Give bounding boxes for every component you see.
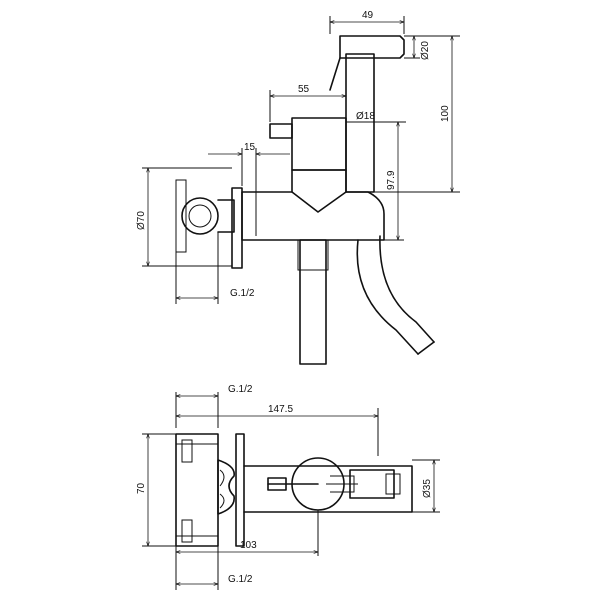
- dim-thread-bottom-label: G.1/2: [228, 574, 253, 585]
- connector-nut-inner: [188, 204, 212, 228]
- dim-width-label: 49: [362, 10, 374, 21]
- hose-end: [417, 341, 435, 355]
- hex-nut: [217, 459, 235, 515]
- shower-holder-clip: [385, 473, 401, 495]
- bottom-outlet-nut: [297, 239, 329, 271]
- connector-bracket-top: [181, 439, 193, 463]
- side-elevation-view: 49 Ø20 100 55 Ø18 97.9 15 Ø70: [136, 10, 460, 365]
- dim-thread-label: G.1/2: [230, 288, 255, 299]
- plan-view: G.1/2 147.5 70 Ø35: [136, 384, 440, 590]
- dim-handle-length-label: 55: [298, 84, 310, 95]
- shower-holder: [345, 53, 375, 193]
- mixer-body-cone: [291, 191, 347, 213]
- flexible-hose: [356, 235, 435, 355]
- dim-body-diameter-label: Ø18: [356, 111, 375, 122]
- flange-plate-back: [175, 179, 187, 253]
- cartridge-housing: [291, 117, 347, 171]
- wall-flange-plan: [235, 433, 245, 547]
- dim-thread-top-label: G.1/2: [228, 384, 253, 395]
- connector-nut: [181, 197, 219, 235]
- dim-flange-height-label: 70: [136, 482, 147, 494]
- mixer-body-plan: [243, 465, 413, 513]
- mixer-body: [241, 169, 385, 241]
- dim-height-label: 100: [440, 105, 451, 122]
- bottom-outlet: [299, 239, 327, 365]
- connector-body: [217, 199, 235, 233]
- dim-total-length-label: 147.5: [268, 404, 293, 415]
- dim-body-length-label: 103: [240, 540, 257, 551]
- dim-outlet-height-label: 97.9: [386, 170, 397, 190]
- dim-cartridge-diameter-label: Ø35: [422, 479, 433, 498]
- dim-offset-label: 15: [244, 142, 256, 153]
- lever-handle: [269, 123, 293, 139]
- shower-holder-plan: [349, 469, 395, 499]
- connector-bracket-bottom: [181, 519, 193, 543]
- dim-flange-diameter-label: Ø70: [136, 211, 147, 230]
- shower-trigger: [329, 57, 341, 91]
- lever-handle-grip: [267, 477, 287, 491]
- dim-hose-diameter-label: Ø20: [420, 41, 431, 60]
